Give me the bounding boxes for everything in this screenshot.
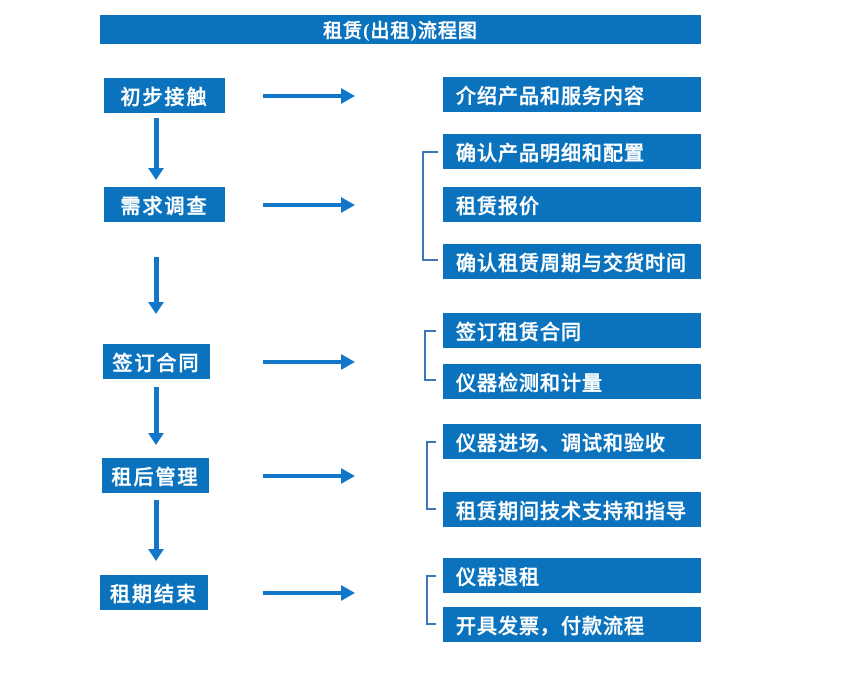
down-arrow-head-icon [148,168,164,180]
detail-box-confirm-period-delivery: 确认租赁周期与交货时间 [443,244,701,279]
detail-box-instrument-testing: 仪器检测和计量 [443,364,701,399]
detail-box-technical-support: 租赁期间技术支持和指导 [443,492,701,527]
right-arrow-line [263,591,341,595]
right-arrow-5 [263,585,355,601]
right-arrow-1 [263,88,355,104]
stage-box-sign-contract: 签订合同 [103,344,210,379]
right-arrow-head-icon [341,354,355,370]
right-arrow-2 [263,197,355,213]
right-arrow-4 [263,468,355,484]
stage-box-initial-contact: 初步接触 [104,78,225,113]
flowchart-title: 租赁(出租)流程图 [100,15,701,44]
detail-box-invoice-payment: 开具发票，付款流程 [443,607,701,642]
right-arrow-line [263,474,341,478]
right-arrow-line [263,203,341,207]
right-arrow-head-icon [341,88,355,104]
detail-box-sign-rental-contract: 签订租赁合同 [443,313,701,348]
bracket-connector-sign-contract [424,330,436,381]
down-arrow-line [154,500,159,549]
bracket-connector-rental-end [426,575,436,625]
detail-box-introduce-products: 介绍产品和服务内容 [443,77,701,112]
down-arrow-line [154,387,159,433]
down-arrow-head-icon [148,302,164,314]
bracket-connector-post-rental [426,441,436,510]
bracket-connector-demand-survey [422,151,438,261]
down-arrow-head-icon [148,433,164,445]
right-arrow-head-icon [341,197,355,213]
right-arrow-head-icon [341,585,355,601]
down-arrow-1 [148,118,164,180]
down-arrow-head-icon [148,549,164,561]
right-arrow-head-icon [341,468,355,484]
right-arrow-line [263,360,341,364]
detail-box-instrument-return: 仪器退租 [443,558,701,593]
down-arrow-2 [148,257,164,314]
stage-box-demand-survey: 需求调查 [104,187,225,222]
detail-box-confirm-product-config: 确认产品明细和配置 [443,134,701,169]
detail-box-instrument-setup: 仪器进场、调试和验收 [443,424,701,459]
stage-box-post-rental-management: 租后管理 [102,458,209,493]
right-arrow-3 [263,354,355,370]
down-arrow-line [154,118,159,168]
down-arrow-line [154,257,159,302]
detail-box-rental-quote: 租赁报价 [443,187,701,222]
down-arrow-4 [148,500,164,561]
down-arrow-3 [148,387,164,445]
stage-box-rental-end: 租期结束 [100,575,208,610]
right-arrow-line [263,94,341,98]
